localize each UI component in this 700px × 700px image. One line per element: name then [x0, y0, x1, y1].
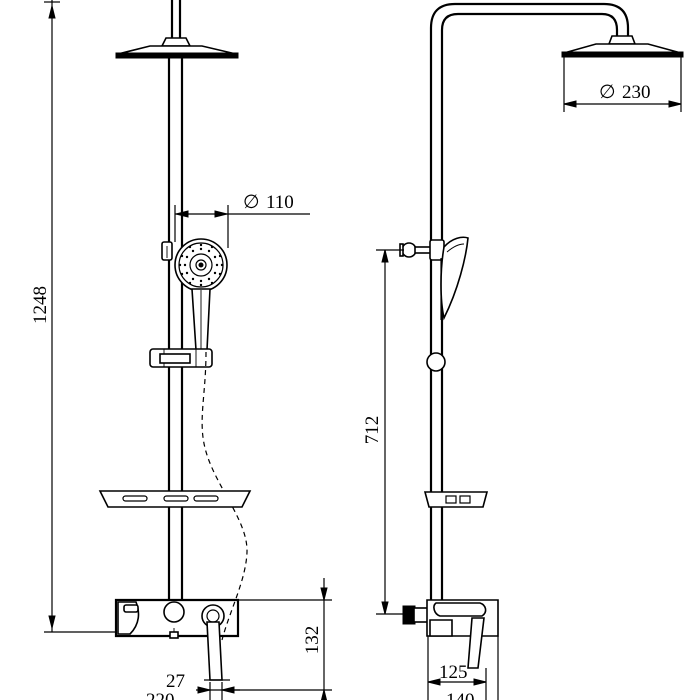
bar-height-label: 712 — [362, 416, 383, 445]
mixer-depth-label: 125 — [439, 662, 468, 683]
soap-shelf-side — [423, 491, 489, 508]
shower-arm-side — [429, 2, 630, 250]
head-shower-diameter-label: 230 — [622, 82, 651, 103]
dimension-total-height: 1248 — [30, 0, 116, 633]
hand-shower-face — [174, 238, 228, 292]
diameter-symbol-hand: ∅ — [243, 192, 260, 213]
soap-shelf-front — [98, 490, 252, 508]
mixer-body-side — [402, 599, 499, 669]
front-view — [98, 0, 252, 681]
mixer-depth-bottom-label: 140 — [446, 690, 475, 700]
dimension-head-shower-diameter: ∅ 230 — [563, 57, 682, 112]
side-view: ∅ 230 — [362, 2, 684, 700]
dimension-spout-depth: 27 220 — [146, 671, 240, 700]
riser-rail-front — [167, 58, 184, 600]
hand-shower-side — [440, 236, 469, 321]
hand-shower-holder — [161, 241, 173, 261]
dimension-bar-height: 712 — [362, 249, 404, 615]
slide-bracket-side — [426, 352, 446, 372]
riser-rail-side — [429, 250, 444, 600]
nozzle-dots — [178, 243, 224, 287]
total-height-label: 1248 — [30, 286, 51, 324]
rain-shower-head-front — [115, 37, 239, 59]
spout-depth-label: 27 — [166, 671, 185, 692]
diverter-knob-side — [399, 239, 445, 261]
dimension-mixer-depth: 125 140 — [427, 636, 499, 700]
hand-shower-handle — [191, 288, 211, 351]
mixer-width-bottom-label: 220 — [146, 690, 175, 700]
dimension-mixer-height: 132 — [230, 578, 332, 700]
rain-shower-head-side — [561, 35, 684, 58]
mixer-body-front — [114, 598, 240, 639]
diameter-symbol-head: ∅ — [599, 82, 616, 103]
tub-spout-front — [201, 604, 230, 681]
hand-shower-diameter-label: 110 — [266, 192, 294, 213]
mixer-height-label: 132 — [302, 626, 323, 655]
slide-bracket-front — [149, 348, 213, 368]
dimension-hand-shower-diameter: ∅ 110 — [174, 192, 310, 248]
